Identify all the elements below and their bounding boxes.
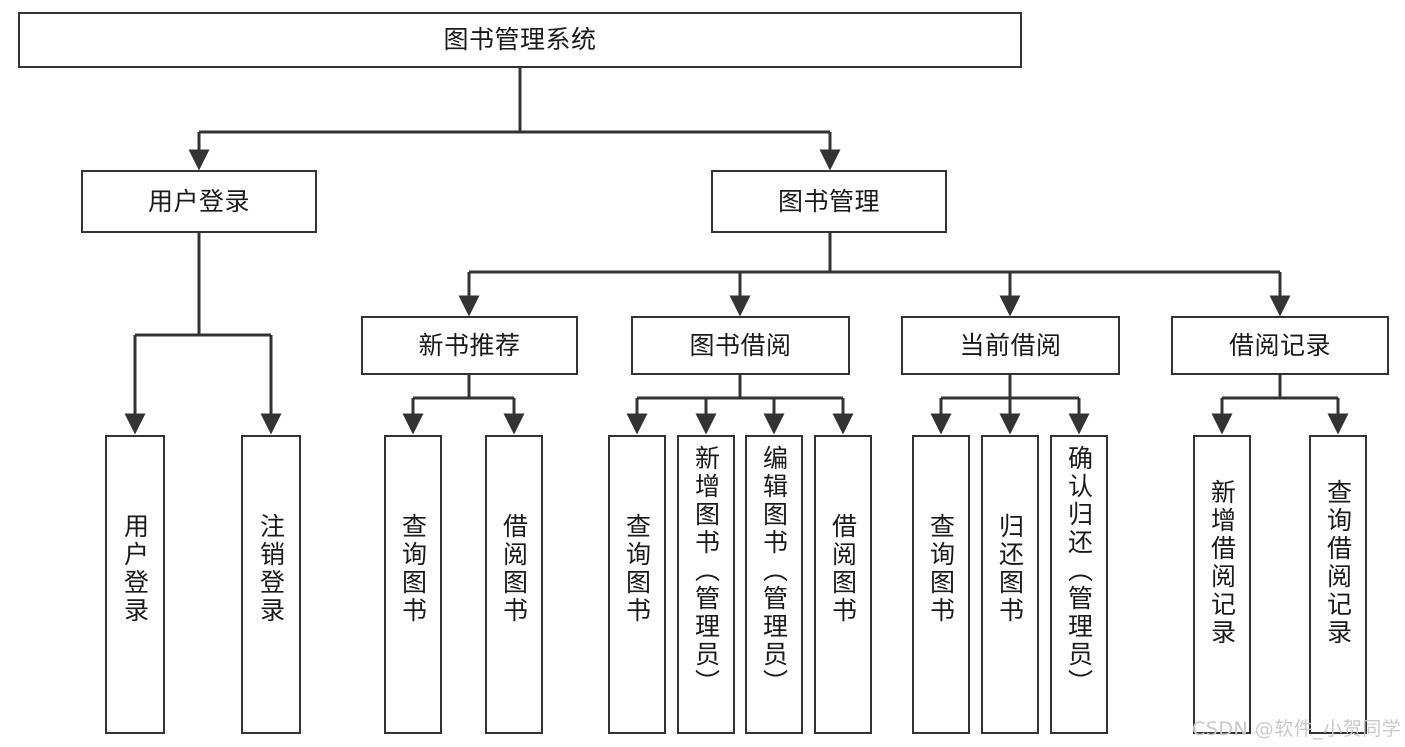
node-leaf-borrow-book-1[interactable]: 借阅图书	[485, 435, 543, 734]
node-leaf-query-record-label: 查询借阅记录	[1323, 479, 1353, 647]
node-leaf-query-book-1[interactable]: 查询图书	[384, 435, 442, 734]
node-leaf-add-record[interactable]: 新增借阅记录	[1193, 435, 1251, 734]
node-leaf-borrow-book-1-label: 借阅图书	[499, 513, 529, 625]
node-root-system[interactable]: 图书管理系统	[18, 12, 1022, 68]
node-leaf-edit-book-label: 编辑图书（管理员）	[759, 445, 789, 697]
node-user-login[interactable]: 用户登录	[81, 170, 317, 233]
node-leaf-query-book-3[interactable]: 查询图书	[912, 435, 970, 734]
node-current-borrow-label: 当前借阅	[959, 330, 1062, 360]
node-leaf-add-book[interactable]: 新增图书（管理员）	[677, 435, 735, 734]
node-leaf-logout-label: 注销登录	[256, 513, 286, 625]
node-borrow-record[interactable]: 借阅记录	[1171, 316, 1389, 375]
node-leaf-query-book-2-label: 查询图书	[622, 513, 652, 625]
node-leaf-user-login[interactable]: 用户登录	[105, 435, 165, 734]
node-book-manage[interactable]: 图书管理	[711, 170, 947, 233]
node-book-borrow[interactable]: 图书借阅	[631, 316, 850, 375]
node-leaf-confirm-return[interactable]: 确认归还（管理员）	[1050, 435, 1108, 734]
node-new-book-recommend[interactable]: 新书推荐	[361, 316, 578, 375]
node-leaf-return-book[interactable]: 归还图书	[981, 435, 1039, 734]
node-leaf-query-record[interactable]: 查询借阅记录	[1309, 435, 1367, 734]
node-root-system-label: 图书管理系统	[443, 25, 597, 55]
node-book-borrow-label: 图书借阅	[689, 330, 792, 360]
node-leaf-edit-book[interactable]: 编辑图书（管理员）	[745, 435, 803, 734]
node-new-book-recommend-label: 新书推荐	[418, 330, 521, 360]
node-borrow-record-label: 借阅记录	[1228, 330, 1331, 360]
node-leaf-borrow-book-2[interactable]: 借阅图书	[814, 435, 872, 734]
node-leaf-add-record-label: 新增借阅记录	[1207, 479, 1237, 647]
node-book-manage-label: 图书管理	[777, 186, 880, 216]
node-leaf-logout[interactable]: 注销登录	[241, 435, 301, 734]
node-current-borrow[interactable]: 当前借阅	[901, 316, 1120, 375]
node-user-login-label: 用户登录	[147, 186, 250, 216]
node-leaf-add-book-label: 新增图书（管理员）	[691, 445, 721, 697]
node-leaf-query-book-2[interactable]: 查询图书	[608, 435, 666, 734]
node-leaf-user-login-label: 用户登录	[120, 513, 150, 625]
node-leaf-borrow-book-2-label: 借阅图书	[828, 513, 858, 625]
node-leaf-query-book-1-label: 查询图书	[398, 513, 428, 625]
node-leaf-query-book-3-label: 查询图书	[926, 513, 956, 625]
node-leaf-confirm-return-label: 确认归还（管理员）	[1064, 445, 1094, 697]
node-leaf-return-book-label: 归还图书	[995, 513, 1025, 625]
